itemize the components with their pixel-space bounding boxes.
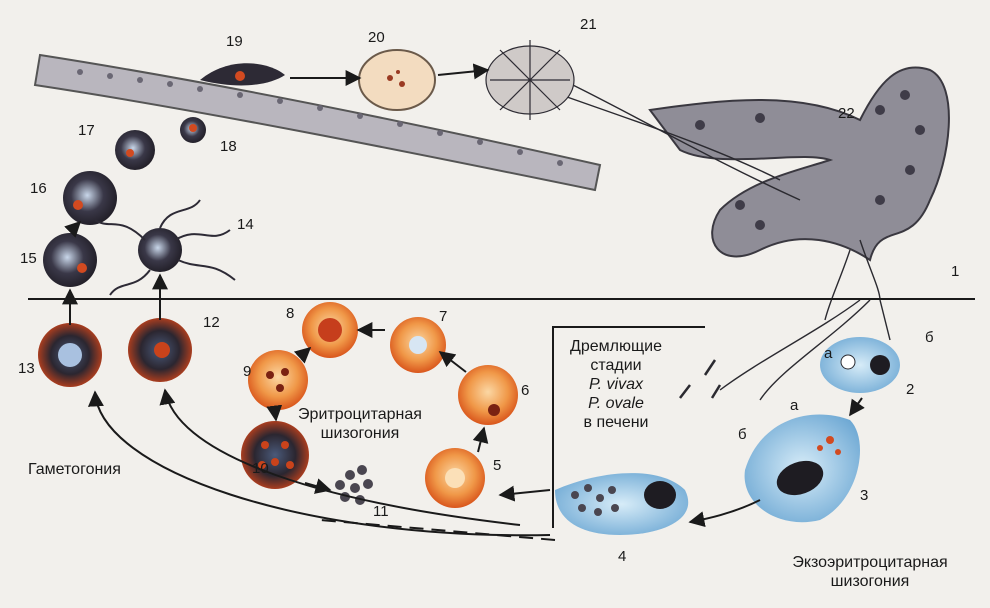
zygote-18 — [180, 117, 206, 143]
microgametes-14 — [94, 199, 236, 296]
erythrocyte-8 — [302, 302, 358, 358]
erythrocyte-13 — [38, 323, 102, 387]
erythrocyte-7 — [390, 317, 446, 373]
liver-stage-frame — [552, 326, 705, 528]
label-10: 10 — [252, 460, 269, 477]
dormant-stages-caption: Дремлющие стадии P. vivax P. ovale в печ… — [570, 338, 662, 431]
label-6: 6 — [521, 382, 530, 399]
gametogony-caption: Гаметогония — [28, 461, 121, 478]
label-16: 16 — [30, 180, 47, 197]
merozoites-11 — [335, 465, 373, 505]
gametocyte-15 — [43, 233, 97, 287]
erythrocyte-9 — [248, 350, 308, 410]
label-12: 12 — [203, 314, 220, 331]
label-3-b: б — [738, 426, 747, 443]
cycle-arrows — [62, 63, 865, 537]
label-17: 17 — [78, 122, 95, 139]
erythrocyte-10 — [241, 421, 309, 489]
label-8: 8 — [286, 305, 295, 322]
label-5: 5 — [493, 457, 502, 474]
label-3: 3 — [860, 487, 869, 504]
label-2: 2 — [906, 381, 915, 398]
label-7: 7 — [439, 308, 448, 325]
hepatocyte-4-schizont — [555, 473, 689, 535]
label-20: 20 — [368, 29, 385, 46]
ookinete — [200, 63, 285, 86]
salivary-gland — [648, 66, 950, 262]
label-15: 15 — [20, 250, 37, 267]
label-2-b: б — [925, 329, 934, 346]
label-21: 21 — [580, 16, 597, 33]
label-11: 11 — [373, 503, 389, 520]
hepatocyte-3 — [744, 414, 860, 523]
hepatocyte-2 — [820, 337, 900, 393]
oocyst — [358, 49, 436, 111]
label-14: 14 — [237, 216, 254, 233]
erythrocyte-6 — [458, 365, 518, 425]
erythrocytic-schizogony-caption: Эритроцитарная шизогония — [298, 406, 422, 442]
label-2-a: а — [824, 345, 833, 362]
gametocyte-16 — [63, 171, 117, 225]
label-3-a: а — [790, 397, 799, 414]
label-9: 9 — [243, 363, 252, 380]
exoerythrocytic-schizogony-caption: Экзоэритроцитарная шизогония — [792, 554, 948, 590]
mature-oocyst-sporozoites — [485, 40, 575, 120]
erythrocyte-12 — [128, 318, 192, 382]
label-18: 18 — [220, 138, 237, 155]
label-13: 13 — [18, 360, 35, 377]
dormant-hypnozoites — [679, 359, 722, 399]
label-22: 22 — [838, 105, 855, 122]
erythrocyte-5 — [425, 448, 485, 508]
mosquito-gut-epithelium — [33, 53, 602, 192]
label-19: 19 — [226, 33, 243, 50]
label-1: 1 — [951, 263, 960, 280]
label-4: 4 — [618, 548, 627, 565]
zygote-17 — [115, 130, 155, 170]
dashed-return-arrow — [319, 519, 556, 541]
